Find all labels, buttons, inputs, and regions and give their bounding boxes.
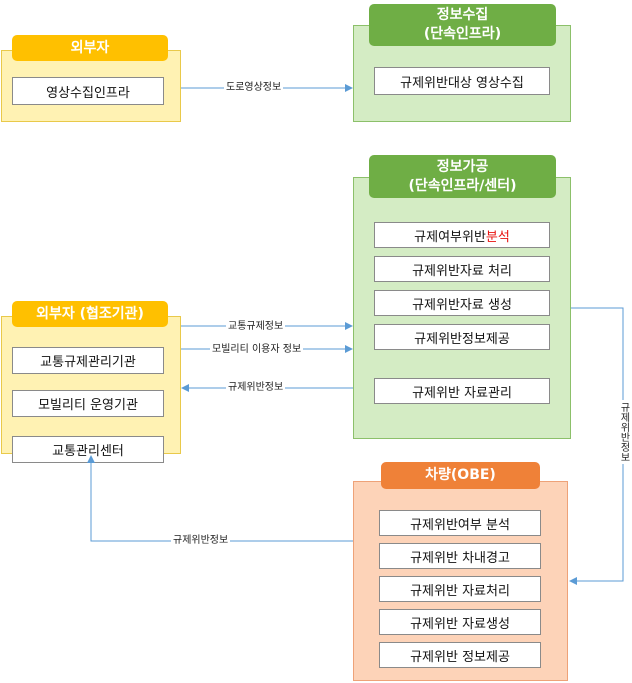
process-header: 정보가공 (단속인프라/센터): [369, 155, 556, 198]
vehicle-header: 차량(OBE): [381, 462, 540, 489]
vehicle-item-analysis: 규제위반여부 분석: [379, 510, 541, 536]
coop-item-traffic-reg: 교통규제관리기관: [12, 347, 164, 374]
arrow-vehicle-to-coop: [87, 455, 353, 542]
collect-header: 정보수집 (단속인프라): [369, 4, 556, 46]
arrow-violation-to-vehicle: [569, 307, 624, 585]
label-violation-to-coop: 규제위반정보: [226, 382, 286, 394]
process-item-generation: 규제위반자료 생성: [374, 290, 550, 316]
coop-panel: [1, 316, 181, 454]
vehicle-item-provision: 규제위반 정보제공: [379, 642, 541, 668]
label-traffic-reg: 교통규제정보: [226, 321, 286, 333]
external-title: 외부자: [70, 39, 110, 56]
external-header: 외부자: [12, 35, 168, 61]
vehicle-item-processing: 규제위반 자료처리: [379, 576, 541, 602]
external-item-video-infra: 영상수집인프라: [12, 77, 164, 105]
process-item-management: 규제위반 자료관리: [374, 378, 550, 404]
label-vehicle-to-coop: 규제위반정보: [171, 535, 231, 547]
vehicle-item-warning: 규제위반 차내경고: [379, 543, 541, 569]
process-item-provision: 규제위반정보제공: [374, 324, 550, 350]
vehicle-item-generation: 규제위반 자료생성: [379, 609, 541, 635]
collect-item-video: 규제위반대상 영상수집: [374, 67, 550, 95]
coop-item-mobility: 모빌리티 운영기관: [12, 390, 164, 417]
process-item-processing: 규제위반자료 처리: [374, 256, 550, 282]
label-road-video: 도로영상정보: [224, 82, 284, 94]
label-violation-to-vehicle: 규제위반정보: [617, 400, 629, 464]
process-item-analysis: 규제여부위반 분석: [374, 222, 550, 248]
label-mobility-user: 모빌리티 이용자 정보: [210, 344, 304, 356]
coop-header: 외부자 (협조기관): [12, 301, 168, 327]
